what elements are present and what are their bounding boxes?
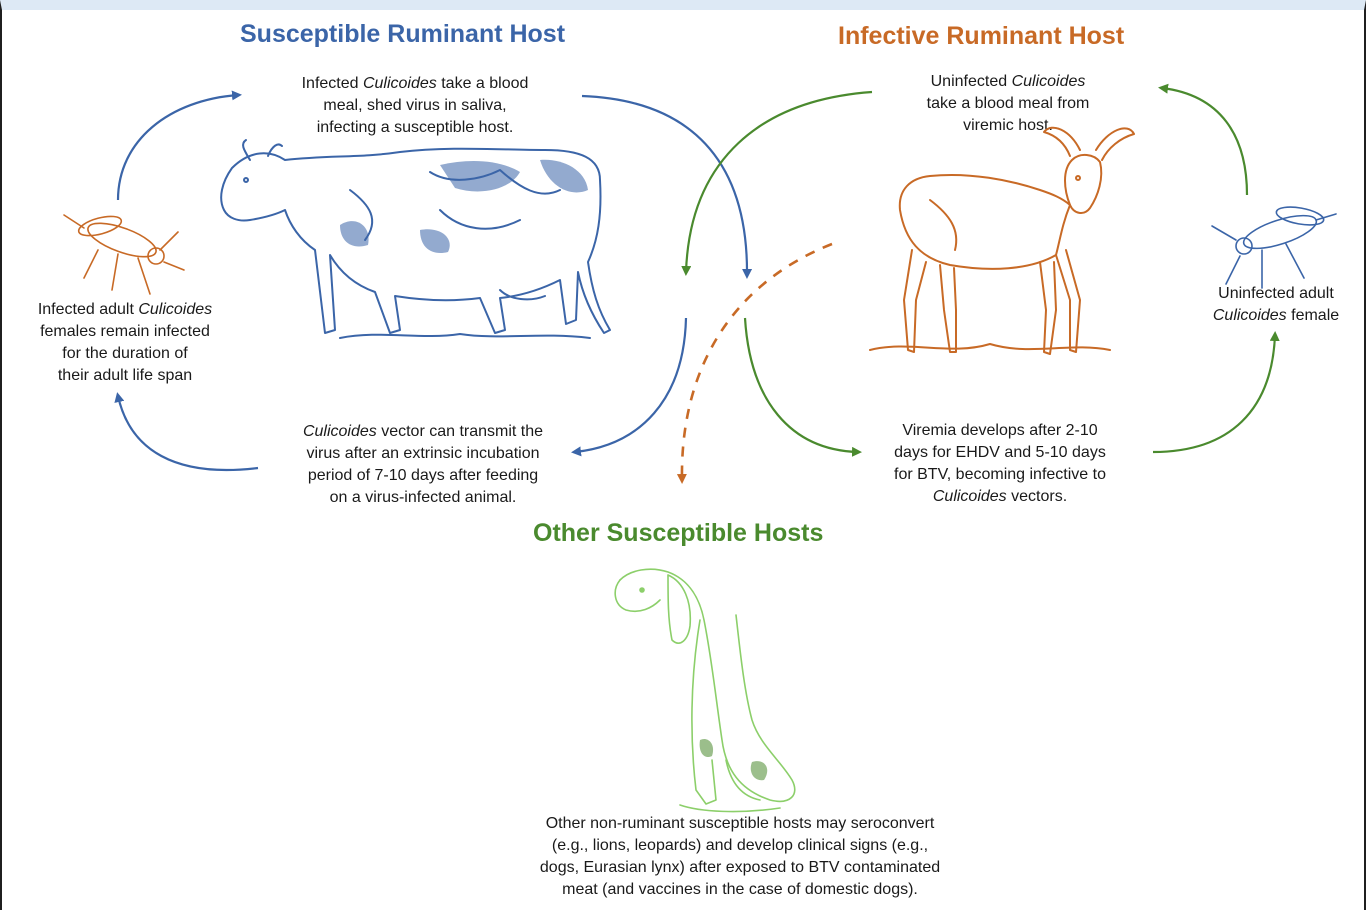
- arrow-midge-to-deer-text: [1162, 88, 1247, 195]
- arrow-dashed-to-other-hosts: [682, 244, 832, 480]
- arrow-center-to-viremia: [745, 318, 858, 452]
- arrow-vector-text-to-midge: [118, 396, 258, 470]
- midge-uninfected-icon: [1212, 204, 1336, 288]
- arrow-midge-to-cow: [118, 95, 238, 200]
- arrow-blood-meal-to-center: [582, 96, 747, 275]
- arrow-center-to-vector-text: [575, 318, 686, 452]
- deer-illustration-icon: [870, 128, 1134, 354]
- arrow-deer-text-to-center: [686, 92, 872, 272]
- midge-infected-icon: [64, 213, 184, 294]
- dog-illustration-icon: [615, 569, 795, 811]
- arrow-viremia-to-midge: [1153, 335, 1275, 452]
- cow-patches: [340, 160, 588, 253]
